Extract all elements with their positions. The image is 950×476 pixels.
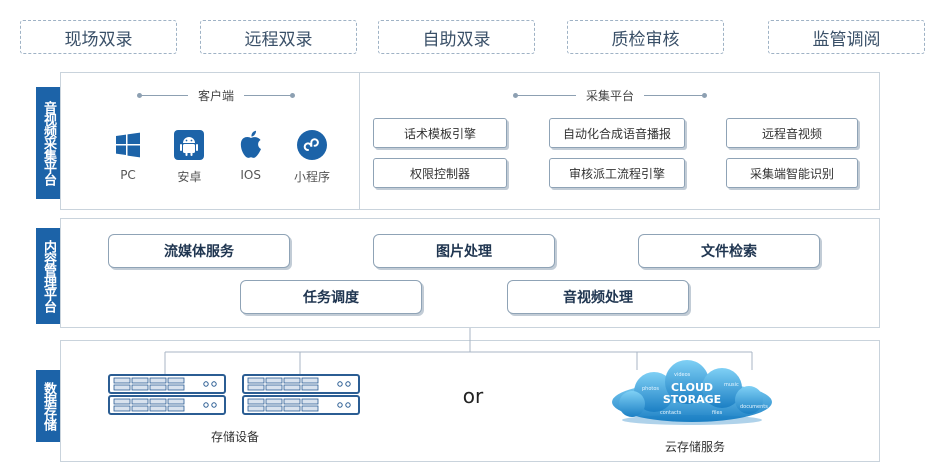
client-android: 安卓 <box>161 128 217 188</box>
cloud-word: files <box>712 410 723 416</box>
scenario-label: 质检审核 <box>611 29 680 50</box>
service-label: 图片处理 <box>436 244 492 260</box>
client-pc: PC <box>100 128 156 188</box>
platform-item-label: 权限控制器 <box>409 166 470 181</box>
cloud-word: documents <box>740 404 768 410</box>
service-task-scheduling: 任务调度 <box>240 280 422 314</box>
layer-label-capture: 音视频采集平台 <box>36 87 60 199</box>
cloud-word: music <box>724 382 739 388</box>
client-mini-program: 小程序 <box>284 128 340 188</box>
cloud-title-line: CLOUD <box>670 381 714 394</box>
server-icon <box>108 374 226 415</box>
server-icon <box>242 374 360 415</box>
storage-device-label: 存储设备 <box>210 430 259 444</box>
or-text: or <box>462 384 484 408</box>
scenario-box-selfservice: 自助双录 <box>378 20 535 54</box>
scenario-box-regulatory: 监管调阅 <box>768 20 925 54</box>
apple-icon <box>234 128 268 162</box>
cloud-storage-icon: CLOUD STORAGE videos music photos docume… <box>602 360 782 428</box>
title-line-left <box>512 92 576 98</box>
title-line-right <box>644 92 707 98</box>
service-image-processing: 图片处理 <box>373 234 555 268</box>
cloud-shape <box>612 360 772 425</box>
service-av-processing: 音视频处理 <box>507 280 689 314</box>
scenario-label: 现场双录 <box>64 29 133 50</box>
service-label: 流媒体服务 <box>164 244 234 260</box>
service-file-search: 文件检索 <box>638 234 820 268</box>
service-label: 任务调度 <box>303 290 359 306</box>
platform-item-label: 自动化合成语音播报 <box>562 126 671 141</box>
cloud-word: photos <box>642 386 660 392</box>
client-ios: IOS <box>223 128 279 188</box>
platform-item-label: 采集端智能识别 <box>749 166 834 181</box>
mini-program-icon <box>295 128 329 162</box>
cloud-word: contacts <box>660 410 682 416</box>
platform-group-title: 采集平台 <box>480 86 740 104</box>
scenario-box-remote: 远程双录 <box>200 20 357 54</box>
scenario-label: 自助双录 <box>422 29 491 50</box>
service-label: 文件检索 <box>701 244 757 260</box>
client-label: IOS <box>240 168 261 182</box>
capture-divider <box>359 72 360 210</box>
title-line-left <box>136 92 188 98</box>
platform-item-smart-recognition: 采集端智能识别 <box>726 158 858 188</box>
platform-item-workflow-engine: 审核派工流程引擎 <box>549 158 685 188</box>
service-streaming: 流媒体服务 <box>108 234 290 268</box>
platform-item-label: 审核派工流程引擎 <box>568 166 665 181</box>
windows-icon <box>111 128 145 162</box>
cloud-storage-label: 云存储服务 <box>664 440 725 454</box>
platform-item-label: 远程音视频 <box>761 126 822 141</box>
platform-title-text: 采集平台 <box>585 88 634 103</box>
scenario-box-quality: 质检审核 <box>567 20 724 54</box>
client-title-text: 客户端 <box>197 88 234 103</box>
scenario-box-onsite: 现场双录 <box>20 20 177 54</box>
client-list: PC 安卓 IOS 小程序 <box>100 128 340 188</box>
platform-item-script-engine: 话术模板引擎 <box>373 118 507 148</box>
platform-item-auto-voice: 自动化合成语音播报 <box>549 118 685 148</box>
cloud-title-line: STORAGE <box>662 393 722 406</box>
android-icon <box>172 128 206 162</box>
platform-item-permission: 权限控制器 <box>373 158 507 188</box>
client-label: 安卓 <box>177 170 202 184</box>
service-label: 音视频处理 <box>563 290 633 306</box>
cloud-title: CLOUD STORAGE <box>652 382 732 406</box>
cloud-word: videos <box>674 372 691 378</box>
layer-label-storage: 数据存储 <box>36 370 60 442</box>
title-line-right <box>244 92 295 98</box>
client-label: PC <box>120 168 136 182</box>
client-group-title: 客户端 <box>112 86 320 104</box>
layer-label-content: 内容管理平台 <box>36 228 60 324</box>
platform-item-label: 话术模板引擎 <box>403 126 476 141</box>
client-label: 小程序 <box>293 170 330 184</box>
scenario-label: 监管调阅 <box>812 29 881 50</box>
platform-item-remote-av: 远程音视频 <box>726 118 858 148</box>
scenario-label: 远程双录 <box>244 29 313 50</box>
